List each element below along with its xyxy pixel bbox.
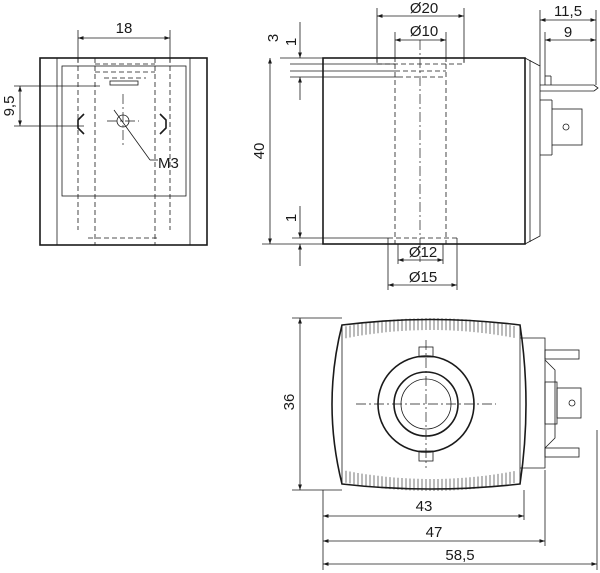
side-view: Ø20 Ø10 3 1 40 1 Ø12 Ø15 11, [251,0,599,290]
bottom-offset-dimension: 1 [283,214,300,222]
front-view: M3 18 9,5 [1,20,208,246]
top-inner-diameter: Ø10 [410,23,438,40]
front-height-offset-dimension: 9,5 [1,96,18,117]
front-width-dimension: 18 [116,20,133,37]
side-height-dimension: 40 [251,143,268,160]
length-with-tab-dimension: 47 [426,524,443,541]
top-view: 36 43 47 58,5 [281,317,598,570]
body-length-dimension: 43 [416,498,433,515]
top-outer-diameter: Ø20 [410,0,438,17]
top-offset-small-dimension: 1 [283,38,300,46]
top-offset-dimension: 3 [265,34,282,42]
top-view-height-dimension: 36 [281,394,298,411]
bottom-outer-diameter: Ø15 [409,269,437,286]
bottom-inner-diameter: Ø12 [409,244,437,261]
knurl-hatch-bottom [345,470,515,491]
thread-label: M3 [158,155,179,172]
terminal-total-dimension: 11,5 [554,3,582,20]
overall-length-dimension: 58,5 [445,547,474,564]
terminal-length-dimension: 9 [564,24,572,41]
knurl-hatch-top [345,318,515,339]
